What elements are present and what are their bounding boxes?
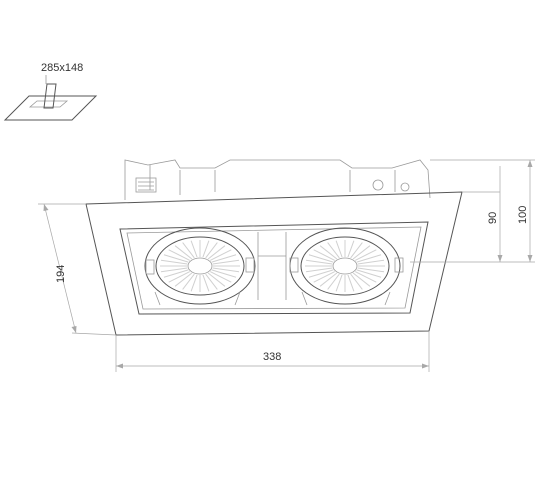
depth-dimension bbox=[410, 159, 535, 263]
lamp-module-right bbox=[289, 227, 404, 306]
cutout-label: 285x148 bbox=[41, 62, 83, 74]
height-label: 194 bbox=[55, 265, 67, 283]
lamp-module-left bbox=[144, 227, 256, 306]
center-divider bbox=[257, 232, 287, 300]
width-dimension bbox=[115, 331, 430, 372]
fixture-frame bbox=[85, 191, 463, 336]
cutout-icon bbox=[3, 75, 98, 121]
height-dimension bbox=[38, 203, 117, 336]
depth-visible-label: 90 bbox=[487, 212, 499, 224]
rear-housing bbox=[124, 159, 431, 200]
width-label: 338 bbox=[263, 351, 281, 363]
depth-total-label: 100 bbox=[517, 206, 529, 224]
